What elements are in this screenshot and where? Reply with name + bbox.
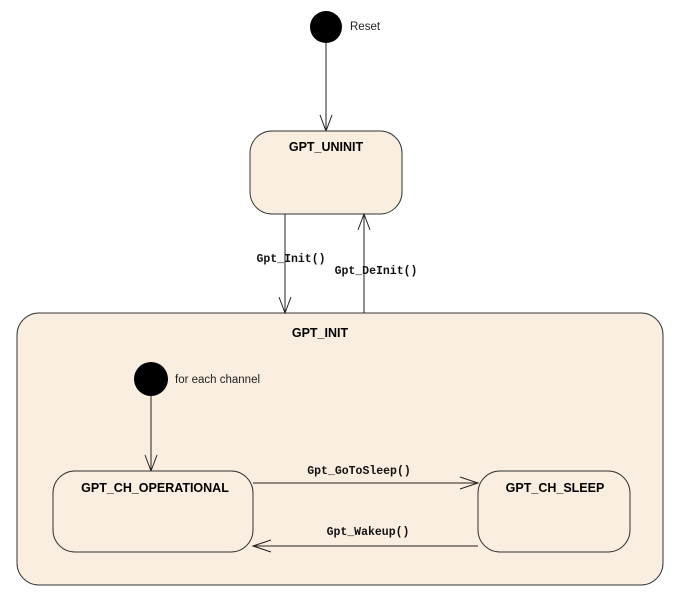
gpt-deinit-transition-arrowhead bbox=[357, 212, 371, 231]
gpt-gotosleep-transition-label: Gpt_GoToSleep() bbox=[307, 465, 411, 478]
state-gpt-ch-sleep-title: GPT_CH_SLEEP bbox=[506, 481, 605, 495]
state-gpt-uninit-title: GPT_UNINIT bbox=[289, 140, 364, 154]
initial-pseudostate-channel bbox=[134, 362, 168, 396]
state-gpt-ch-operational-title: GPT_CH_OPERATIONAL bbox=[81, 481, 229, 495]
gpt-init-transition-arrowhead bbox=[278, 296, 292, 315]
gpt-init-transition-label: Gpt_Init() bbox=[256, 253, 325, 266]
for-each-channel-label: for each channel bbox=[175, 374, 260, 386]
gpt-deinit-transition-label: Gpt_DeInit() bbox=[335, 265, 418, 278]
gpt-wakeup-transition-label: Gpt_Wakeup() bbox=[327, 526, 410, 539]
state-gpt-init-title: GPT_INIT bbox=[292, 326, 349, 340]
state-gpt-ch-sleep bbox=[477, 470, 631, 553]
gpt-wakeup-transition-arrowhead bbox=[251, 539, 272, 553]
state-gpt-uninit bbox=[249, 130, 403, 215]
gpt-gotosleep-transition-arrowhead bbox=[459, 476, 480, 490]
initial-pseudostate-reset bbox=[310, 11, 342, 43]
state-gpt-ch-operational bbox=[52, 470, 254, 553]
reset-label: Reset bbox=[350, 21, 381, 33]
